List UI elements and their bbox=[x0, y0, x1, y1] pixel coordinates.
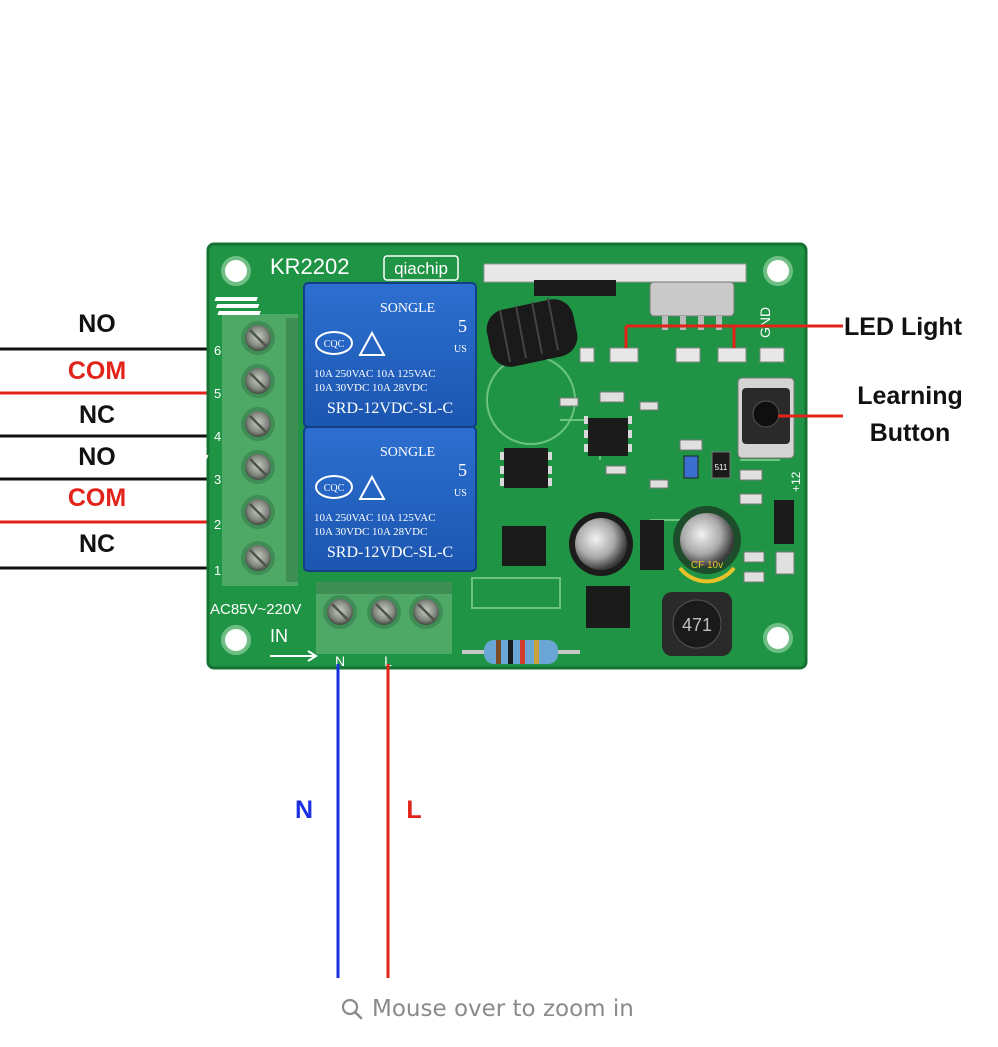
relay-cert: CQC bbox=[324, 339, 345, 350]
zoom-hint[interactable]: Mouse over to zoom in bbox=[340, 992, 634, 1026]
v12-label: +12 bbox=[789, 471, 803, 492]
terminal-number-2: 2 bbox=[214, 517, 221, 532]
output-screw-6 bbox=[241, 321, 275, 355]
output-terminal-block bbox=[222, 314, 298, 586]
relay-us-mark: US bbox=[454, 488, 467, 499]
relay-rating-line1: 10A 250VAC 10A 125VAC bbox=[314, 368, 436, 380]
input-screw-3 bbox=[409, 595, 443, 629]
learning-callout-line1: Learning bbox=[857, 382, 963, 410]
relay-cert: CQC bbox=[324, 483, 345, 494]
terminal-numbers: 6 5 4 3 2 1 bbox=[214, 343, 221, 578]
relay-number: 5 bbox=[458, 316, 467, 336]
relay-model: SRD-12VDC-SL-C bbox=[327, 400, 453, 417]
voltage-label: AC85V~220V bbox=[210, 601, 301, 618]
relay-brand: SONGLE bbox=[380, 445, 435, 460]
terminal-number-5: 5 bbox=[214, 386, 221, 401]
output-label-3: NO bbox=[78, 443, 116, 471]
output-screws bbox=[241, 321, 275, 575]
rf-module bbox=[483, 263, 747, 330]
terminal-number-6: 6 bbox=[214, 343, 221, 358]
board-brand-label: qiachip bbox=[394, 259, 448, 278]
learning-button-callout: Learning Button bbox=[846, 378, 974, 452]
terminal-number-3: 3 bbox=[214, 472, 221, 487]
capacitor-label: CF 10v bbox=[691, 560, 723, 571]
smd-components bbox=[559, 391, 795, 583]
relay-2: SONGLE 5US CQC 10A 250VAC 10A 125VAC 10A 30V… bbox=[162, 426, 477, 572]
ic-chips bbox=[502, 418, 794, 628]
input-terminal-l: L bbox=[384, 653, 392, 669]
inductor-code: 471 bbox=[682, 615, 712, 635]
output-label-2: COM bbox=[67, 484, 127, 512]
output-screw-3 bbox=[241, 450, 275, 484]
output-label-5: COM bbox=[67, 357, 127, 385]
output-wires bbox=[0, 347, 228, 570]
input-label-l: L bbox=[406, 796, 422, 824]
input-screw-1 bbox=[323, 595, 357, 629]
input-screw-2 bbox=[367, 595, 401, 629]
led-light-callout: LED Light bbox=[844, 313, 963, 341]
relay-brand: SONGLE bbox=[380, 301, 435, 316]
output-screw-4 bbox=[241, 407, 275, 441]
mounting-holes bbox=[221, 256, 793, 655]
ic-code: 511 bbox=[715, 463, 728, 472]
input-label: IN bbox=[270, 626, 288, 646]
relay-rating-line2: 10A 30VDC 10A 28VDC bbox=[314, 382, 427, 394]
gnd-label: GND bbox=[757, 307, 773, 338]
output-label-6: NO bbox=[78, 310, 116, 338]
input-label-n: N bbox=[294, 796, 314, 824]
learning-button bbox=[737, 377, 795, 459]
relay-us-mark: US bbox=[454, 344, 467, 355]
led-indicators bbox=[579, 347, 785, 363]
callout-lines bbox=[624, 324, 843, 418]
terminal-number-1: 1 bbox=[214, 563, 221, 578]
input-terminal-n: N bbox=[335, 653, 345, 669]
output-screw-2 bbox=[241, 495, 275, 529]
learning-callout-line2: Button bbox=[869, 419, 951, 447]
resistor bbox=[462, 640, 580, 664]
input-screws bbox=[323, 595, 443, 629]
relay-rating-line1: 10A 250VAC 10A 125VAC bbox=[314, 512, 436, 524]
output-label-1: NC bbox=[78, 530, 116, 558]
inductor bbox=[662, 592, 732, 656]
relay-rating-line2: 10A 30VDC 10A 28VDC bbox=[314, 526, 427, 538]
board-model-label: KR2202 bbox=[270, 254, 350, 279]
search-icon bbox=[341, 998, 363, 1020]
input-wires bbox=[336, 664, 390, 978]
relay-model: SRD-12VDC-SL-C bbox=[327, 544, 453, 561]
relay-number: 5 bbox=[458, 460, 467, 480]
output-screw-1 bbox=[241, 541, 275, 575]
antenna-coil bbox=[486, 297, 578, 367]
capacitors bbox=[569, 506, 741, 584]
output-screw-5 bbox=[241, 364, 275, 398]
terminal-number-4: 4 bbox=[214, 429, 221, 444]
output-label-4: NC bbox=[78, 401, 116, 429]
zoom-hint-text: Mouse over to zoom in bbox=[372, 996, 634, 1022]
